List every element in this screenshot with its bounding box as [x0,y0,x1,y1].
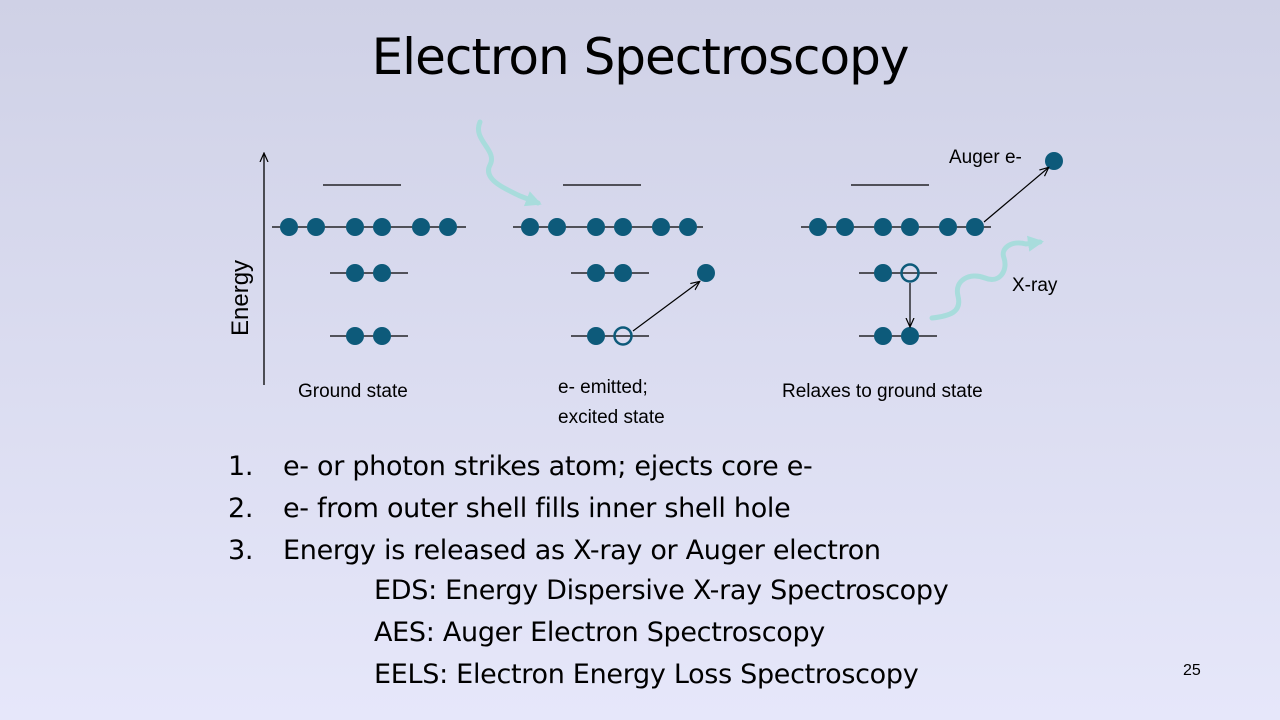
electron [614,264,632,282]
electron [373,327,391,345]
page-number: 25 [1183,662,1201,679]
electron [836,218,854,236]
step-item: 2. e- from outer shell fills inner shell … [228,488,881,530]
electron [521,218,539,236]
emitted-electron [697,264,715,282]
electron [679,218,697,236]
electron [901,327,919,345]
incoming-photon-wave [476,119,542,207]
electron [966,218,984,236]
xray-label: X-ray [1012,275,1058,296]
electron [439,218,457,236]
electron [280,218,298,236]
definition-eels: EELS: Electron Energy Loss Spectroscopy [374,659,919,690]
definition-aes: AES: Auger Electron Spectroscopy [374,617,825,648]
electron [874,264,892,282]
electron [652,218,670,236]
definition-eds: EDS: Energy Dispersive X-ray Spectroscop… [374,575,949,606]
step-number: 1. [228,451,254,482]
electron [587,327,605,345]
middle-hole [900,263,920,283]
panel-excited-state: e- emitted; excited state [476,119,715,428]
electron [874,218,892,236]
electron [587,264,605,282]
electron [901,218,919,236]
xray-photon-wave [929,235,1044,321]
step-item: 3. Energy is released as X-ray or Auger e… [228,530,881,572]
electron [614,218,632,236]
electron [373,218,391,236]
emission-arrow [632,282,699,332]
panel-ground-state: Ground state [272,184,466,402]
panel-label-excited-line2: excited state [558,407,665,428]
electron [548,218,566,236]
step-text: Energy is released as X-ray or Auger ele… [283,535,881,566]
electron [939,218,957,236]
electron [412,218,430,236]
step-item: 1. e- or photon strikes atom; ejects core… [228,446,881,488]
panel-relaxation: Auger e- X-ray Relaxes to ground state [782,147,1063,402]
panel-label-ground-state: Ground state [298,381,408,402]
electron [346,264,364,282]
energy-axis-label: Energy [227,260,254,336]
electron [373,264,391,282]
panel-label-excited-line1: e- emitted; [558,377,648,398]
slide-title: Electron Spectroscopy [371,28,910,86]
electron [346,327,364,345]
electron [809,218,827,236]
technique-definitions: EDS: Energy Dispersive X-ray Spectroscop… [374,570,949,696]
electron [874,327,892,345]
auger-arrow [983,168,1048,223]
auger-electron [1045,152,1063,170]
panel-label-relaxation: Relaxes to ground state [782,381,983,402]
step-text: e- from outer shell fills inner shell ho… [283,493,791,524]
step-number: 2. [228,493,254,524]
step-number: 3. [228,535,254,566]
step-text: e- or photon strikes atom; ejects core e… [283,451,813,482]
electron [346,218,364,236]
electron [587,218,605,236]
electron [307,218,325,236]
core-hole [613,326,633,346]
process-steps: 1. e- or photon strikes atom; ejects core… [228,446,881,572]
auger-label: Auger e- [949,147,1022,168]
